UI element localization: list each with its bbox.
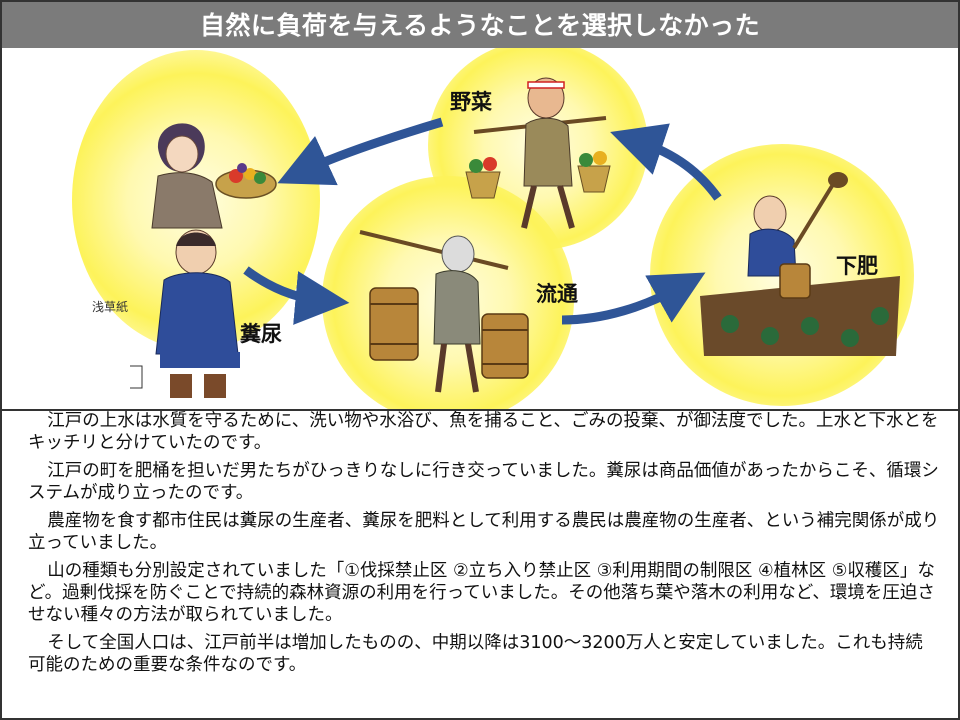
paragraph-water: 江戸の上水は水質を守るために、洗い物や水浴び、魚を捕ること、ごみの投棄、が御法度… bbox=[28, 411, 939, 453]
paragraph-complement: 農産物を食す都市住民は糞尿の生産者、糞尿を肥料として利用する農民は農産物の生産者… bbox=[28, 511, 940, 553]
slide-title: 自然に負荷を与えるようなことを選択しなかった bbox=[0, 0, 960, 48]
asakusa-paper-note: 浅草紙 bbox=[92, 300, 129, 314]
townsman-illustration bbox=[130, 229, 240, 398]
arrow-carrier-to-farmer bbox=[561, 272, 706, 325]
farmer-illustration bbox=[700, 172, 900, 356]
paragraph-forest: 山の種類も分別設定されていました「①伐採禁止区 ②立ち入り禁止区 ③利用期間の制… bbox=[28, 561, 935, 625]
label-distribution: 流通 bbox=[536, 282, 578, 306]
label-vegetables: 野菜 bbox=[450, 90, 492, 114]
arrow-townspeople-to-carrier bbox=[243, 266, 350, 325]
label-fertilizer: 下肥 bbox=[836, 254, 878, 278]
cycle-diagram: 野菜 流通 下肥 糞尿 浅草紙 bbox=[0, 48, 960, 410]
arrow-farmer-to-vendor bbox=[610, 123, 722, 201]
townswoman-illustration bbox=[151, 123, 277, 229]
cycle-arrows bbox=[243, 117, 722, 325]
explanation-text: 江戸の上水は水質を守るために、洗い物や水浴び、魚を捕ること、ごみの投棄、が御法度… bbox=[28, 410, 940, 682]
arrow-vendor-to-townspeople bbox=[277, 117, 444, 186]
divider bbox=[0, 409, 960, 411]
vegetable-vendor-illustration bbox=[465, 77, 611, 229]
label-night-soil: 糞尿 bbox=[240, 322, 282, 346]
paragraph-night-soil: 江戸の町を肥桶を担いだ男たちがひっきりなしに行き交っていました。糞尿は商品価値が… bbox=[28, 461, 939, 503]
paragraph-population: そして全国人口は、江戸前半は増加したものの、中期以降は3100〜3200万人と安… bbox=[28, 633, 923, 675]
night-soil-carrier-illustration bbox=[359, 230, 529, 393]
